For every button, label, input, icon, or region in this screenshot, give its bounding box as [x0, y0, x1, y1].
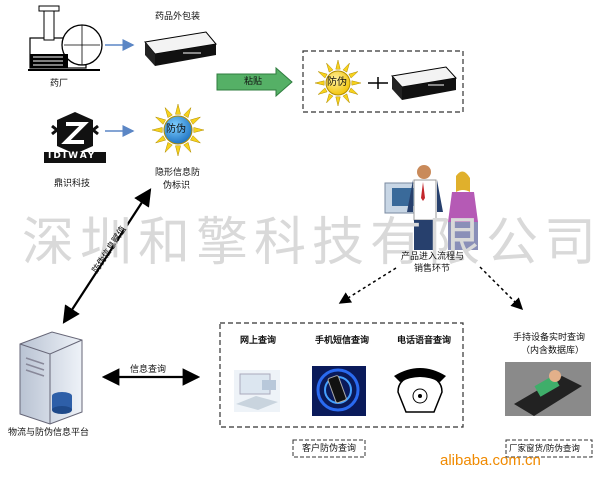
sun-ray: [175, 103, 181, 115]
sun-ray: [326, 93, 334, 104]
sun-ray: [175, 145, 181, 157]
phone-query-image: [394, 368, 446, 413]
sun-ray: [164, 142, 173, 153]
sales-label-1: 产品进入流程与: [401, 252, 465, 262]
sun-ray: [190, 135, 201, 144]
combined-mark-text: 防伪: [327, 77, 347, 88]
sun-ray: [190, 116, 201, 125]
sun-core: [325, 70, 351, 96]
attach-label: 粘贴: [244, 77, 263, 87]
sales-staff-icon: [384, 165, 478, 250]
phone-query-label: 电话语音查询: [397, 336, 452, 346]
combined-product-box: [302, 50, 464, 113]
customer-query-label: 客户防伪查询: [302, 444, 357, 454]
idiway-logo: [44, 112, 106, 163]
package-box-icon: [144, 31, 217, 66]
sun-core: [163, 115, 193, 145]
sun-ray: [314, 80, 325, 86]
sun-ray: [351, 80, 362, 86]
pharma-factory-label: 药厂: [50, 79, 69, 89]
sales-to-handheld-arrow: [479, 266, 524, 311]
sun-ray: [342, 93, 350, 104]
sales-label-2: 销售环节: [414, 264, 451, 274]
sun-ray: [342, 62, 350, 73]
attach-arrow: [216, 66, 293, 98]
sun-ray: [348, 71, 359, 79]
info-query-label: 信息查询: [130, 365, 167, 375]
site-watermark: alibaba.com.cn: [440, 452, 541, 469]
sun-ray: [183, 142, 192, 153]
sun-ray: [193, 127, 205, 133]
sun-ray: [164, 107, 173, 118]
sms-query-label: 手机短信查询: [315, 336, 370, 346]
sun-ray: [326, 62, 334, 73]
combined-mark-icon: [314, 59, 362, 107]
customer-query-label-box: [292, 439, 366, 458]
factory-query-label-box: [505, 439, 593, 458]
package-box-combined-icon: [391, 66, 457, 100]
server-icon: [19, 331, 83, 425]
sun-ray: [335, 96, 341, 107]
handheld-label-2: （内含数据库）: [521, 346, 585, 356]
online-query-image: [234, 370, 280, 412]
sms-query-image: [312, 366, 366, 416]
idiway-logo-text: IDIWAY: [48, 151, 97, 161]
idiway-company-label: 鼎识科技: [54, 179, 91, 189]
security-mark-icon: [151, 103, 205, 157]
factory-icon: [28, 5, 103, 71]
sun-ray: [335, 59, 341, 70]
sun-ray: [151, 127, 163, 133]
sun-ray: [155, 116, 166, 125]
sun-ray: [183, 107, 192, 118]
platform-label: 物流与防伪信息平台: [8, 428, 90, 438]
customer-query-box: [219, 322, 464, 428]
sun-ray: [317, 71, 328, 79]
handheld-device-image: [505, 362, 591, 416]
hidden-mark-label-2: 伪标识: [163, 181, 191, 191]
sun-ray: [317, 87, 328, 95]
hidden-mark-label-1: 隐形信息防: [155, 168, 201, 178]
company-watermark: 深圳和擎科技有限公司: [22, 213, 603, 273]
handheld-label-1: 手持设备实时查询: [513, 333, 586, 343]
sun-ray: [155, 135, 166, 144]
factory-query-label: 厂家窗货/防伪查询: [509, 444, 580, 454]
sun-ray: [348, 87, 359, 95]
package-label: 药品外包装: [155, 12, 201, 22]
info-assign-arrow: [62, 188, 152, 324]
online-query-label: 网上查询: [240, 336, 277, 346]
security-mark-text: 防伪: [166, 124, 186, 135]
sales-to-customer-arrow: [338, 267, 397, 304]
